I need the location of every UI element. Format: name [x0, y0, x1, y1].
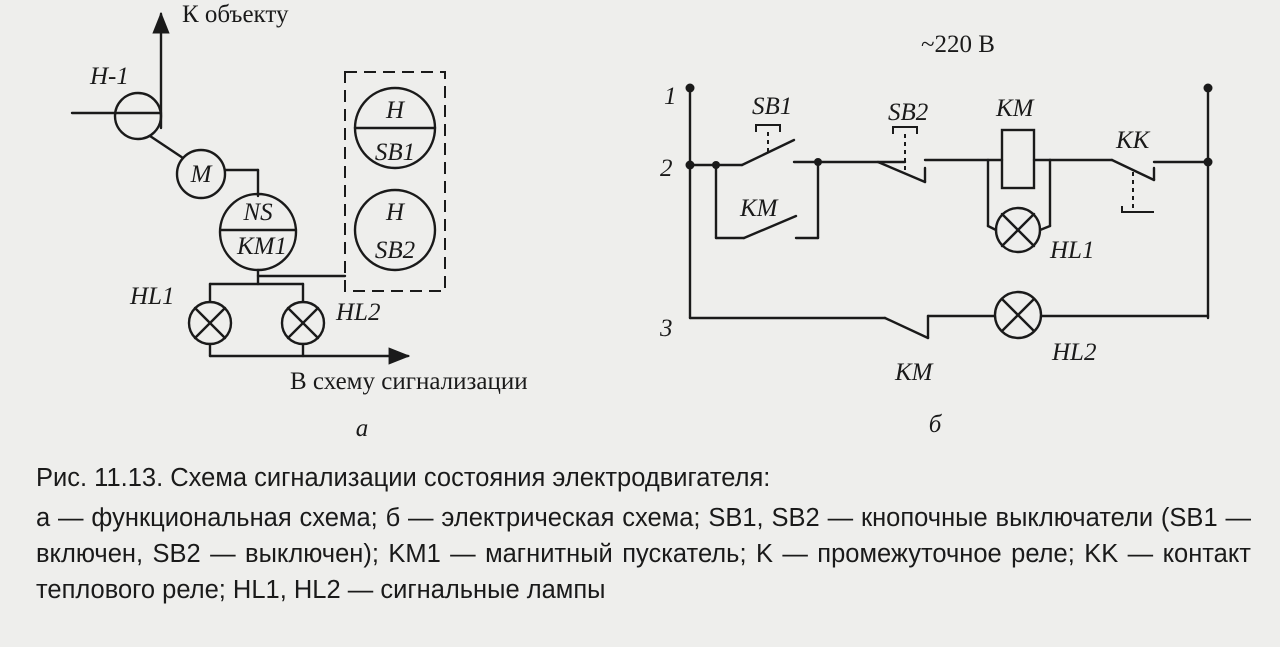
to-object-label: К объекту: [182, 1, 289, 28]
button-sb1-h-label: H: [385, 97, 406, 124]
lamp-hl1-label: HL1: [129, 283, 174, 310]
kk-label: KK: [1115, 127, 1151, 154]
km-bottom-label: KM: [894, 359, 934, 386]
right-terminal: [1203, 83, 1213, 93]
sub-label-a: а: [356, 415, 369, 442]
kk-thermal-element: [1121, 206, 1154, 213]
sb2-contact: [876, 160, 927, 184]
km-hold-label: KM: [739, 195, 779, 222]
electrical-diagram: ~220 В 1 2 3 SB1 KM SB2: [659, 31, 1213, 438]
caption-text: а — функциональная схема; б — электричес…: [36, 504, 1251, 604]
hl1-right-lead: [1038, 224, 1052, 232]
lamp-hl2-symbol-b: [993, 290, 1043, 340]
voltage-label: ~220 В: [921, 31, 995, 58]
hl2-label: HL2: [1051, 339, 1096, 366]
node-3-label: 3: [659, 315, 673, 342]
lamp-hl2-label: HL2: [335, 299, 380, 326]
functional-diagram: К объекту H-1 M NS KM1 H SB1 H SB2: [70, 1, 528, 442]
starter-km1-label: KM1: [236, 233, 287, 260]
km-hold-contact: [742, 214, 798, 240]
hl1-left-lead: [986, 224, 998, 232]
lamp-hl2-symbol: [280, 300, 326, 346]
sb2-label: SB2: [888, 99, 928, 126]
button-sb1-label: SB1: [375, 139, 415, 166]
node-1-label: 1: [664, 83, 677, 110]
button-sb2-symbol: [353, 188, 437, 272]
sb2-button-cap: [892, 126, 918, 134]
signal-label: В схему сигнализации: [290, 368, 528, 395]
sensor-motor-link: [148, 134, 185, 160]
hl1-label: HL1: [1049, 237, 1094, 264]
node-2-label: 2: [660, 155, 673, 182]
sensor-h1-label: H-1: [89, 63, 129, 90]
motor-symbol: [175, 148, 227, 200]
schematic-figure: К объекту H-1 M NS KM1 H SB1 H SB2: [70, 1, 1213, 442]
sb1-contact: [740, 138, 796, 167]
coil-km-label: KM: [995, 95, 1035, 122]
button-sb2-label: SB2: [375, 237, 415, 264]
lamp-hl1-symbol: [187, 300, 233, 346]
sb1-button-cap: [755, 124, 781, 132]
coil-km-symbol: [1000, 128, 1036, 190]
lamp-hl1-symbol-b: [994, 206, 1042, 254]
button-panel-box: [344, 71, 446, 292]
figure-caption: Рис. 11.13. Схема сигнализации состояния…: [36, 460, 1251, 608]
motor-label: M: [190, 161, 213, 188]
km-nc-contact: [883, 316, 930, 340]
sub-label-b: б: [929, 411, 943, 438]
starter-ns-label: NS: [242, 199, 273, 226]
sb1-label: SB1: [752, 93, 792, 120]
caption-title: Рис. 11.13. Схема сигнализации состояния…: [36, 464, 771, 492]
node-1-terminal: [685, 83, 695, 93]
sensor-h1-symbol: [113, 91, 163, 141]
kk-contact: [1110, 158, 1156, 182]
button-sb2-h-label: H: [385, 199, 406, 226]
